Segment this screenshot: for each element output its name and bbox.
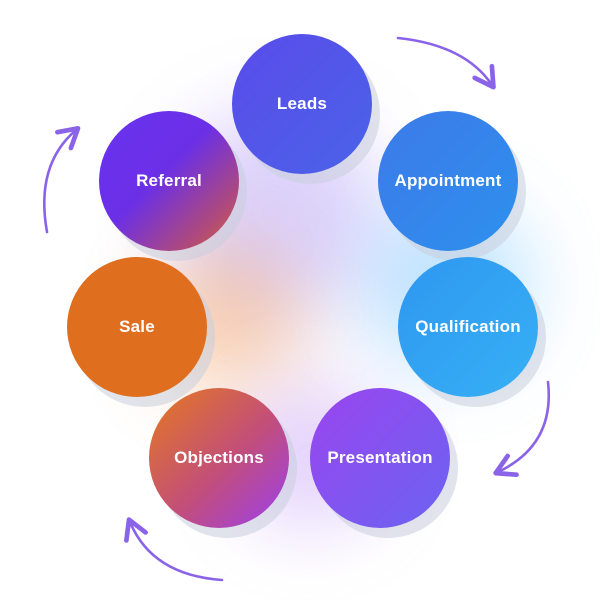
qualification-label: Qualification <box>415 317 521 336</box>
leads-node: Leads <box>232 34 372 174</box>
presentation-label: Presentation <box>327 448 433 467</box>
presentation-node: Presentation <box>310 388 450 528</box>
appointment-label: Appointment <box>394 171 502 190</box>
arrow-bottom-left <box>124 517 224 582</box>
arrow-right-bottom <box>493 380 551 478</box>
appointment-node: Appointment <box>378 111 518 251</box>
objections-label: Objections <box>174 448 264 467</box>
arrow-top-right <box>396 36 496 90</box>
leads-label: Leads <box>276 94 328 113</box>
arrow-left-top <box>43 125 81 234</box>
sale-node: Sale <box>67 257 207 397</box>
referral-label: Referral <box>136 171 202 190</box>
referral-node: Referral <box>99 111 239 251</box>
qualification-node: Qualification <box>398 257 538 397</box>
objections-node: Objections <box>149 388 289 528</box>
sale-label: Sale <box>119 317 155 336</box>
